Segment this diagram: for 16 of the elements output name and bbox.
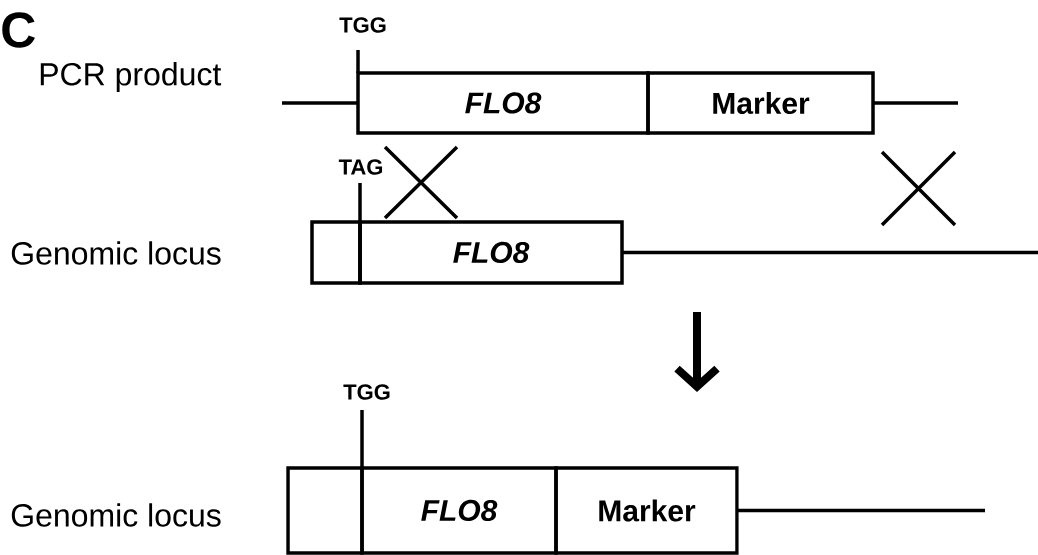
row-label: Genomic locus — [11, 503, 221, 527]
flanking-line — [622, 250, 1038, 255]
gene-box: FLO8 — [360, 466, 558, 555]
row-label: Genomic locus — [11, 241, 221, 265]
panel-letter: C — [2, 12, 35, 48]
marker-box: Marker — [646, 71, 875, 135]
gene-box: FLO8 — [358, 220, 624, 285]
flanking-line — [737, 508, 985, 513]
flanking-line — [873, 101, 958, 105]
flanking-line — [282, 101, 358, 105]
codon-label: TGG — [343, 384, 390, 400]
codon-label: TAG — [338, 159, 383, 175]
codon-label: TGG — [339, 17, 386, 33]
row-label: PCR product — [40, 62, 222, 92]
marker-box: Marker — [554, 466, 739, 555]
gene-box: FLO8 — [356, 71, 650, 135]
